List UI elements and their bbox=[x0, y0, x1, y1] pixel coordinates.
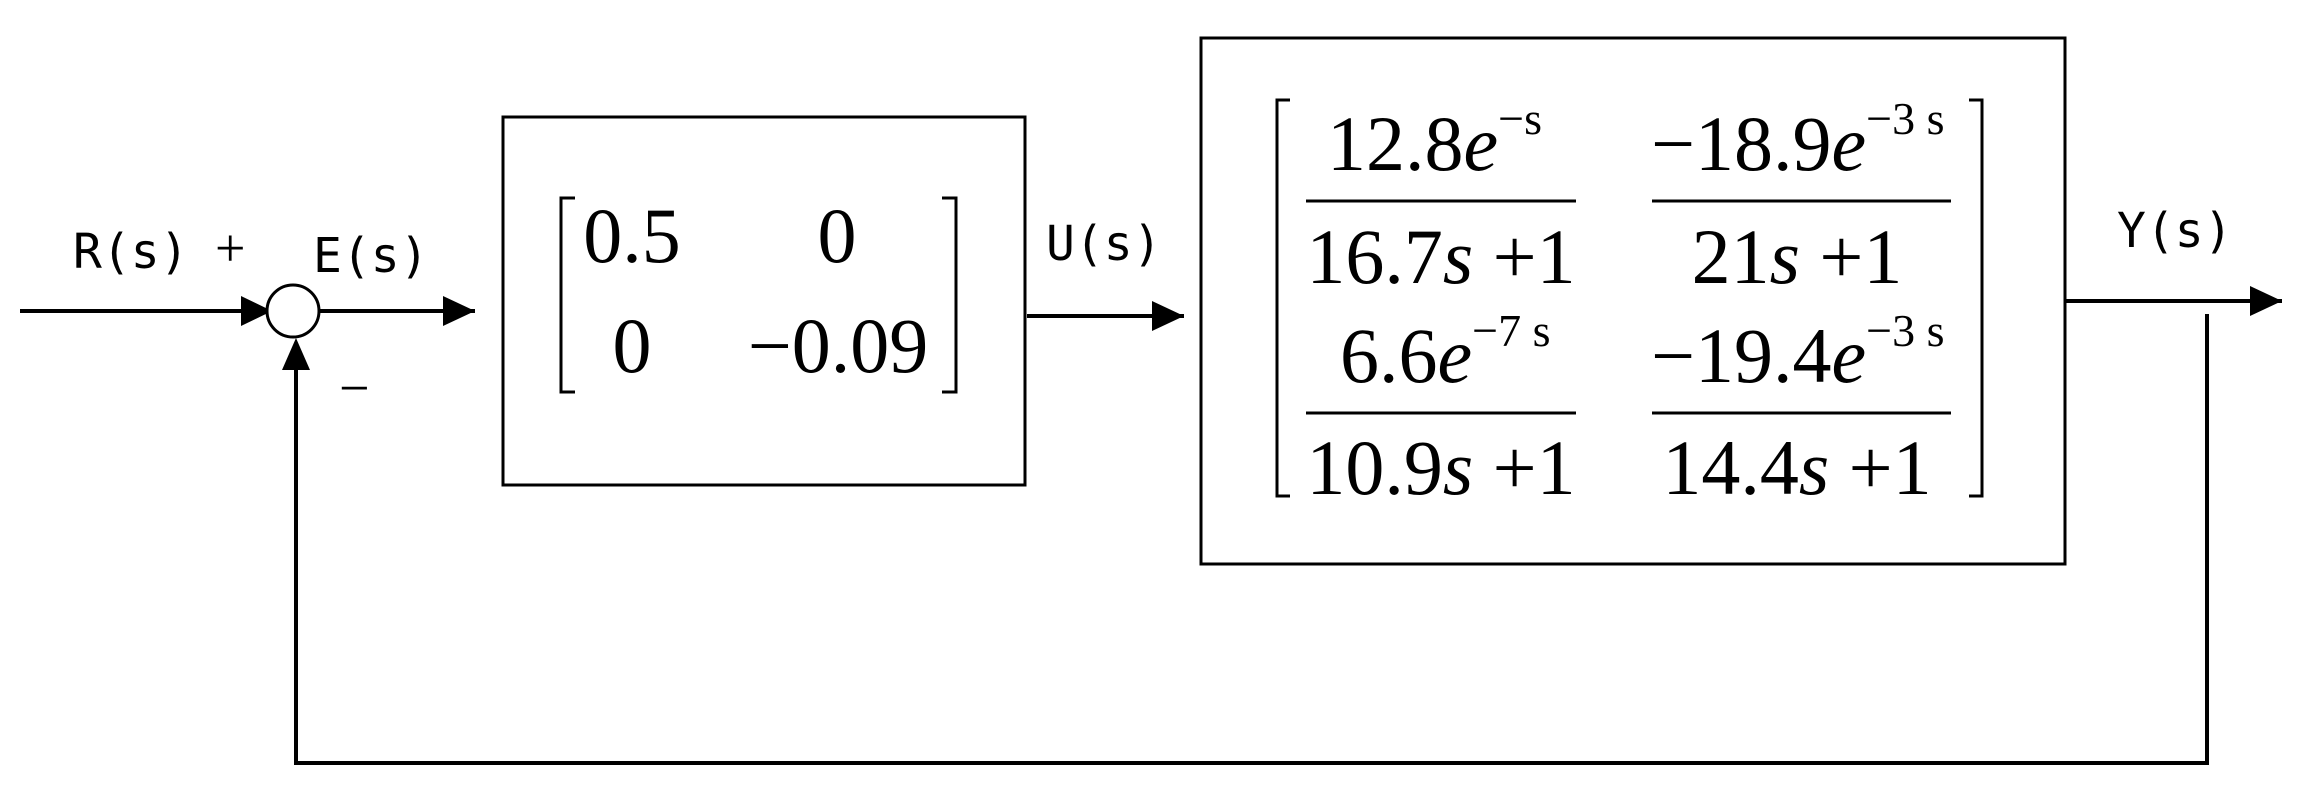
plant-entry-12-numerator: −18.9e−3 s bbox=[1651, 93, 1944, 187]
plus-sign: + bbox=[215, 218, 245, 278]
plant-bracket-left bbox=[1275, 98, 1290, 498]
controller-entry-21: 0 bbox=[613, 302, 652, 389]
error-arrowhead bbox=[443, 296, 475, 326]
plant-entry-21-numerator: 6.6e−7 s bbox=[1340, 305, 1550, 399]
controller-block bbox=[501, 115, 1027, 487]
plant-block bbox=[1199, 36, 2067, 566]
input-signal-label: R(s) bbox=[73, 224, 189, 280]
input-arrowhead bbox=[241, 296, 272, 326]
error-signal-label: E(s) bbox=[313, 228, 429, 284]
output-arrowhead bbox=[2250, 286, 2282, 316]
minus-sign: − bbox=[339, 358, 369, 418]
plant-entry-21-denominator: 10.9s +1 bbox=[1306, 424, 1575, 511]
plant-entry-11-numerator: 12.8e−s bbox=[1327, 93, 1542, 187]
controller-entry-22: −0.09 bbox=[748, 302, 929, 389]
plant-entry-12-denominator: 21s +1 bbox=[1692, 213, 1903, 300]
plant-entry-22-numerator: −19.4e−3 s bbox=[1651, 305, 1944, 399]
controller-entry-12: 0 bbox=[818, 192, 857, 279]
plant-entry-11-denominator: 16.7s +1 bbox=[1306, 213, 1575, 300]
controller-entry-11: 0.5 bbox=[583, 192, 681, 279]
plant-bracket-right bbox=[1969, 98, 1984, 498]
controller-bracket-right bbox=[942, 196, 958, 394]
plant-entry-22-denominator: 14.4s +1 bbox=[1662, 424, 1931, 511]
summing-junction bbox=[265, 283, 321, 339]
feedback-arrowhead bbox=[282, 338, 310, 370]
control-signal-label: U(s) bbox=[1046, 216, 1162, 272]
controller-bracket-left bbox=[559, 196, 575, 394]
control-arrowhead bbox=[1152, 301, 1184, 331]
feedback-path bbox=[294, 314, 2209, 765]
output-signal-label: Y(s) bbox=[2117, 203, 2233, 259]
